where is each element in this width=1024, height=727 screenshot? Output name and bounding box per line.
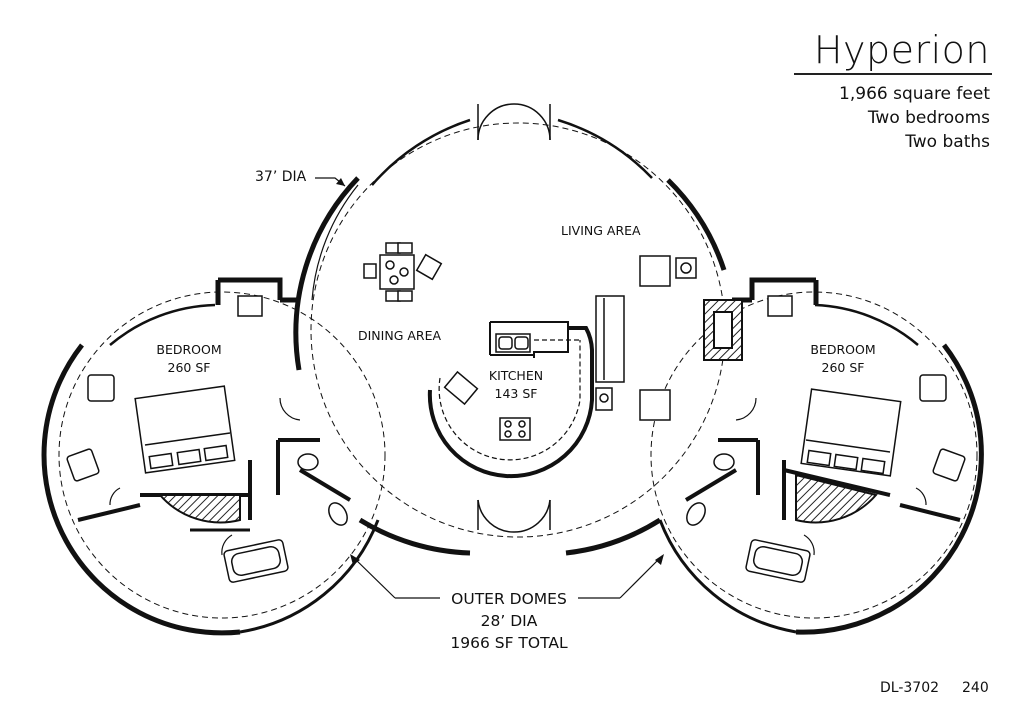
plan-title: Hyperion xyxy=(813,28,990,72)
left-bed xyxy=(134,385,236,474)
right-bedroom-chairs xyxy=(767,295,966,482)
left-closet xyxy=(157,494,241,524)
left-dome-outer-wall xyxy=(41,343,241,636)
fireplace xyxy=(703,299,743,361)
main-window-top-left xyxy=(371,118,471,186)
bedroom-right-label: BEDROOM xyxy=(810,342,876,357)
right-dome-window xyxy=(814,303,919,346)
detail-bedrooms: Two bedrooms xyxy=(867,108,990,128)
entry-door-top xyxy=(477,103,551,141)
leader-lines xyxy=(315,177,664,599)
main-dome xyxy=(293,118,727,556)
outer-domes-diameter-label: 28’ DIA xyxy=(480,612,538,630)
kitchen-sink xyxy=(495,333,531,353)
kitchen-fridge xyxy=(443,370,479,406)
living-furniture xyxy=(595,255,697,421)
right-closet xyxy=(795,473,878,524)
right-bath-fixtures xyxy=(686,453,735,526)
left-dome xyxy=(41,277,386,636)
right-bathtub xyxy=(745,539,811,583)
kitchen-label: KITCHEN xyxy=(488,368,544,383)
dining-area-label: DINING AREA xyxy=(358,328,442,343)
left-dome-window xyxy=(109,303,216,346)
main-window-top-right xyxy=(557,118,653,179)
kitchen-counter xyxy=(427,321,594,479)
page-number: 240 xyxy=(962,680,989,696)
living-area-label: LIVING AREA xyxy=(561,223,641,238)
bedroom-left-label: BEDROOM xyxy=(156,342,222,357)
plan-code: DL-3702 xyxy=(880,680,940,696)
dining-table xyxy=(363,242,443,302)
detail-square-feet: 1,966 square feet xyxy=(839,84,990,104)
bedroom-right-sf-label: 260 SF xyxy=(821,360,865,375)
total-square-feet-label: 1966 SF TOTAL xyxy=(450,634,568,652)
main-wall-bottom-right xyxy=(565,517,662,556)
title-rule xyxy=(794,73,992,75)
right-dome xyxy=(650,277,984,635)
main-dome-diameter-label: 37’ DIA xyxy=(255,169,307,185)
main-wall-left xyxy=(293,176,360,371)
left-bath-fixtures xyxy=(297,453,348,526)
entry-door-bottom xyxy=(477,499,551,533)
left-bathtub xyxy=(223,539,289,583)
detail-baths: Two baths xyxy=(905,132,990,152)
kitchen-sf-label: 143 SF xyxy=(494,386,538,401)
interior-doors xyxy=(109,397,927,556)
right-dome-outer-wall xyxy=(795,343,984,635)
left-bedroom-chairs xyxy=(66,295,263,482)
kitchen-range xyxy=(499,417,531,441)
outer-domes-label: OUTER DOMES xyxy=(451,590,567,608)
main-wall-right xyxy=(666,178,727,271)
main-wall-bottom-left xyxy=(358,517,471,556)
bedroom-left-sf-label: 260 SF xyxy=(167,360,211,375)
right-bed xyxy=(800,388,902,477)
